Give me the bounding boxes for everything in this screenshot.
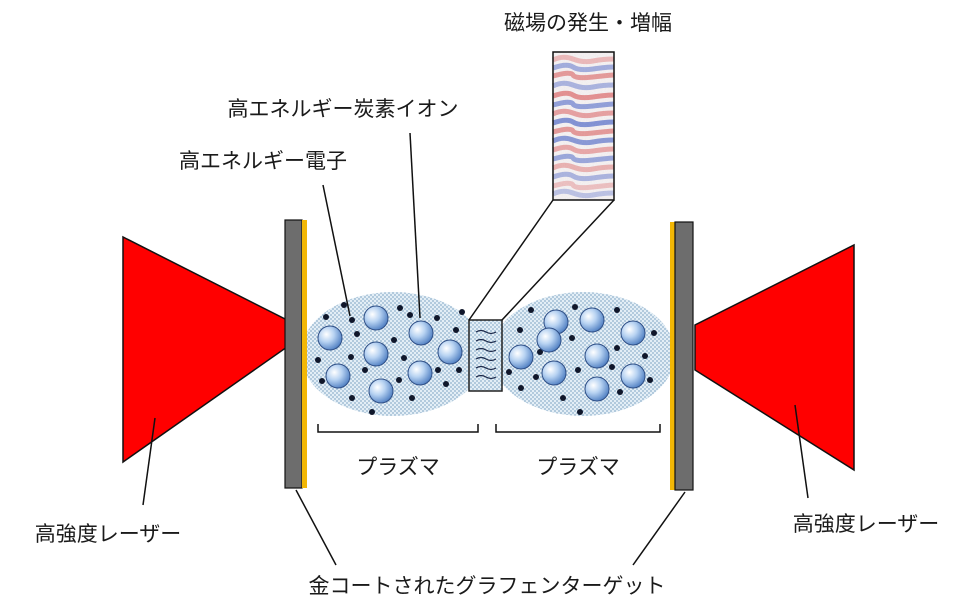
label-magnetic-field: 磁場の発生・増幅: [504, 11, 672, 35]
zoom-line-left: [468, 199, 554, 321]
electron: [323, 314, 329, 320]
electron: [617, 389, 623, 395]
electron: [434, 315, 440, 321]
carbon-ion: [363, 305, 389, 331]
electron: [572, 304, 578, 310]
zoom-line-right: [501, 199, 615, 321]
electron: [528, 307, 534, 313]
electron: [506, 369, 512, 375]
electron: [362, 367, 368, 373]
electron: [396, 377, 402, 383]
electron: [349, 317, 355, 323]
electron: [577, 409, 583, 415]
magnetic-field-image: [551, 51, 615, 201]
carbon-ion: [407, 360, 433, 386]
carbon-ion: [325, 363, 351, 389]
pointer-laser-right: [794, 404, 809, 499]
carbon-ion: [620, 363, 646, 389]
electron: [614, 345, 620, 351]
carbon-ion: [584, 343, 610, 369]
electron: [349, 395, 355, 401]
electron: [315, 357, 321, 363]
carbon-ion: [541, 360, 567, 386]
electron: [614, 307, 620, 313]
gold-coating-left: [302, 220, 307, 488]
electron: [560, 395, 566, 401]
carbon-ion: [579, 307, 605, 333]
electron: [459, 309, 465, 315]
label-plasma-left: プラズマ: [356, 455, 440, 479]
pointer-target-right: [632, 491, 686, 566]
electron: [369, 409, 375, 415]
electron: [391, 337, 397, 343]
electron: [341, 302, 347, 308]
electron: [453, 327, 459, 333]
field-wave-lines: [475, 329, 497, 380]
laser-beam-right: [694, 243, 855, 472]
electron: [647, 377, 653, 383]
laser-beam-left: [122, 235, 288, 464]
plasma-cloud-left: [301, 292, 485, 416]
plasma-bracket-left: [317, 424, 479, 433]
carbon-ion: [584, 376, 610, 402]
electron: [533, 374, 539, 380]
carbon-ion: [536, 327, 562, 353]
graphene-target-left: [284, 219, 303, 489]
electron: [609, 364, 615, 370]
label-laser-left: 高強度レーザー: [35, 522, 182, 546]
carbon-ion-group: [317, 305, 646, 404]
label-laser-right: 高強度レーザー: [793, 512, 940, 536]
electron: [401, 355, 407, 361]
pointer-target-left: [295, 489, 337, 566]
electron: [435, 367, 441, 373]
electron: [518, 385, 524, 391]
electron: [409, 395, 415, 401]
electron: [569, 335, 575, 341]
carbon-ion: [508, 344, 534, 370]
label-target: 金コートされたグラフェンターゲット: [309, 574, 666, 598]
graphene-target-right: [674, 221, 694, 491]
electron: [443, 381, 449, 387]
pointer-electron: [322, 184, 351, 317]
electron: [651, 330, 657, 336]
label-plasma-right: プラズマ: [536, 455, 620, 479]
electron: [397, 305, 403, 311]
electron: [319, 378, 325, 384]
electron: [642, 353, 648, 359]
carbon-ion: [408, 320, 434, 346]
electron-group: [315, 302, 657, 415]
label-electrons: 高エネルギー電子: [179, 149, 347, 173]
plasma-bracket-right: [495, 424, 661, 433]
carbon-ion: [620, 320, 646, 346]
electron: [575, 367, 581, 373]
pointer-laser-left: [142, 417, 156, 506]
pointer-carbon-ion: [409, 132, 421, 319]
electron: [537, 349, 543, 355]
carbon-ion: [368, 378, 394, 404]
label-carbon-ions: 高エネルギー炭素イオン: [228, 97, 459, 121]
electron: [354, 331, 360, 337]
carbon-ion: [363, 341, 389, 367]
gold-coating-right: [670, 222, 675, 490]
carbon-ion: [437, 339, 463, 365]
electron: [456, 367, 462, 373]
electron: [348, 354, 354, 360]
field-region-box: [468, 319, 503, 392]
electron: [407, 312, 413, 318]
electron: [517, 327, 523, 333]
carbon-ion: [317, 325, 343, 351]
